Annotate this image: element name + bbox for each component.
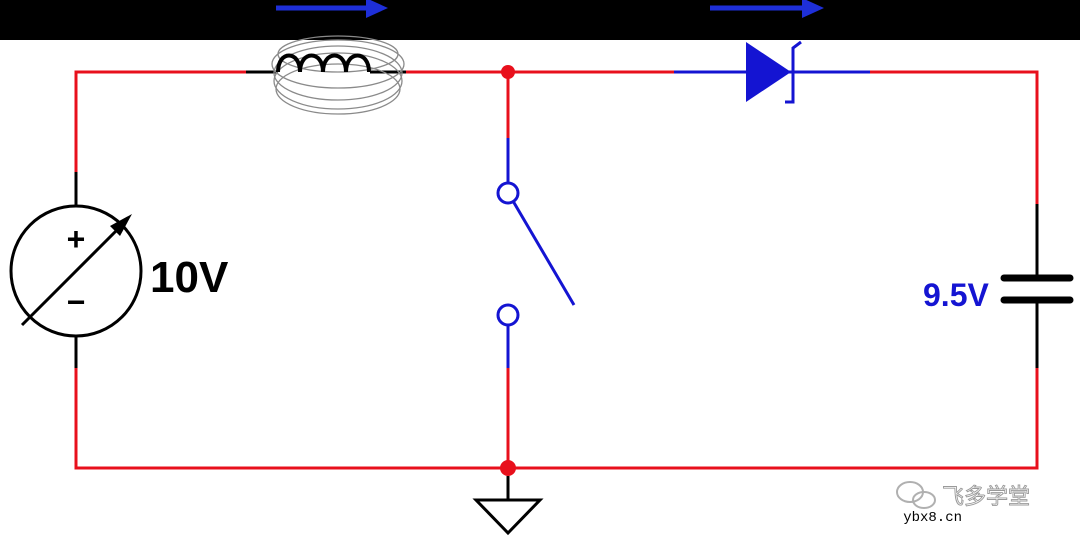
black-leads — [74, 70, 1039, 368]
junction-node-top — [501, 65, 515, 79]
current-arrow-diode — [710, 0, 824, 18]
capacitor-voltage-label: 9.5V — [923, 277, 989, 313]
watermark-url: ybx8.cn — [903, 510, 962, 526]
top-banner — [0, 0, 1080, 40]
current-arrow-inductor — [276, 0, 388, 18]
switch-icon — [496, 138, 576, 368]
junction-node-bottom — [500, 460, 516, 476]
source-voltage-label: 10V — [150, 253, 229, 302]
watermark-brand: 飞多学堂 — [942, 485, 1030, 510]
ground-icon — [472, 476, 544, 536]
diode-icon — [674, 40, 870, 104]
red-wires — [74, 70, 1039, 470]
minus-sign: − — [67, 284, 86, 320]
voltage-source-icon — [9, 204, 143, 338]
capacitor-icon — [1000, 274, 1074, 304]
plus-sign: + — [67, 221, 86, 257]
wechat-logo-icon — [896, 481, 936, 509]
inductor-icon — [271, 35, 405, 115]
